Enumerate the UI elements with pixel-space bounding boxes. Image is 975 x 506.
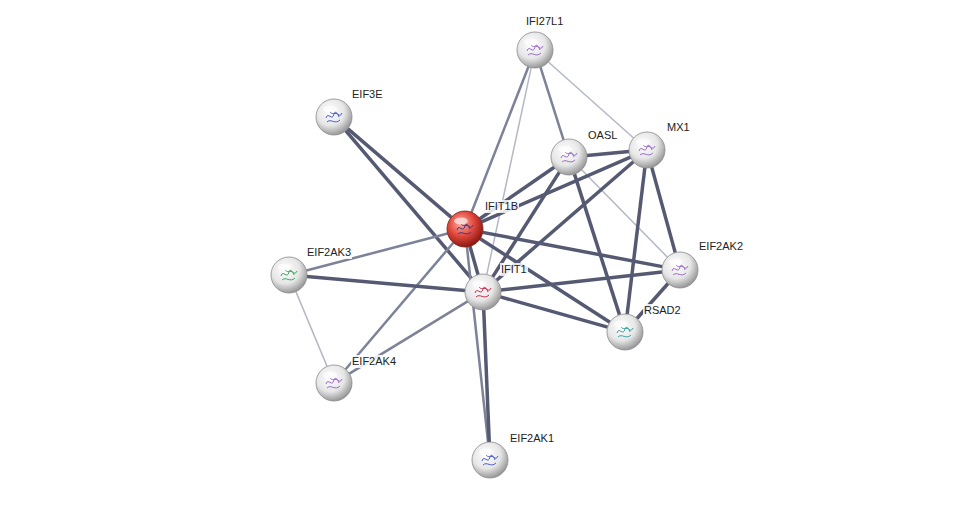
protein-structure	[326, 112, 342, 122]
interaction-edge	[306, 234, 447, 271]
protein-sphere	[606, 313, 644, 351]
interaction-edge	[349, 301, 467, 373]
protein-label: EIF2AK1	[509, 432, 555, 445]
protein-label: IFIT1B	[484, 200, 519, 213]
protein-sphere	[471, 441, 509, 479]
interaction-edge	[548, 62, 633, 138]
protein-node: EIF2AK3	[270, 256, 308, 294]
protein-structure	[639, 145, 655, 155]
protein-structure	[281, 270, 297, 280]
protein-structure	[672, 265, 688, 275]
protein-label: OASL	[587, 129, 618, 142]
protein-sphere	[315, 364, 353, 402]
protein-sphere	[628, 131, 666, 169]
protein-sphere	[315, 98, 353, 136]
interaction-edge	[470, 246, 478, 274]
protein-structure	[482, 455, 498, 465]
protein-label: IFI27L1	[525, 15, 564, 28]
interaction-edge	[652, 167, 675, 252]
interaction-edge	[497, 162, 634, 280]
protein-sphere	[464, 273, 502, 311]
interaction-edge	[587, 152, 629, 156]
protein-sphere	[550, 138, 588, 176]
protein-node: EIF2AK2	[661, 251, 699, 289]
protein-structure	[617, 327, 633, 337]
protein-label: EIF2AK4	[351, 355, 397, 368]
interaction-edge	[307, 277, 465, 291]
protein-node: IFIT1	[464, 273, 502, 311]
protein-node: EIF2AK1	[471, 441, 509, 479]
interaction-edge	[627, 168, 645, 314]
protein-node: IFI27L1	[516, 31, 554, 69]
interaction-edge	[483, 232, 663, 266]
protein-structure	[457, 224, 473, 234]
interaction-edge	[296, 292, 327, 367]
protein-sphere	[516, 31, 554, 69]
protein-node: IFIT1B	[446, 210, 484, 248]
protein-label: EIF2AK2	[698, 240, 744, 253]
protein-label: RSAD2	[643, 304, 682, 317]
protein-structure	[326, 378, 342, 388]
protein-sphere	[446, 210, 484, 248]
protein-structure	[527, 45, 543, 55]
protein-label: MX1	[666, 121, 691, 134]
protein-node: EIF2AK4	[315, 364, 353, 402]
protein-node: EIF3E	[315, 98, 353, 136]
interaction-edge	[348, 129, 452, 218]
protein-label: IFIT1	[500, 263, 528, 276]
protein-label: EIF3E	[351, 88, 384, 101]
interaction-edge	[487, 68, 531, 275]
protein-structure	[561, 152, 577, 162]
protein-node: RSAD2	[606, 313, 644, 351]
interaction-edge	[493, 172, 560, 277]
protein-structure	[475, 287, 491, 297]
interaction-edge	[346, 243, 454, 370]
protein-sphere	[661, 251, 699, 289]
interaction-edge	[500, 297, 607, 327]
protein-node: MX1	[628, 131, 666, 169]
protein-label: EIF2AK3	[306, 246, 352, 259]
interaction-edge	[480, 167, 554, 219]
protein-sphere	[270, 256, 308, 294]
protein-node: OASL	[550, 138, 588, 176]
interaction-edge	[540, 67, 563, 140]
interaction-edge	[484, 310, 490, 442]
